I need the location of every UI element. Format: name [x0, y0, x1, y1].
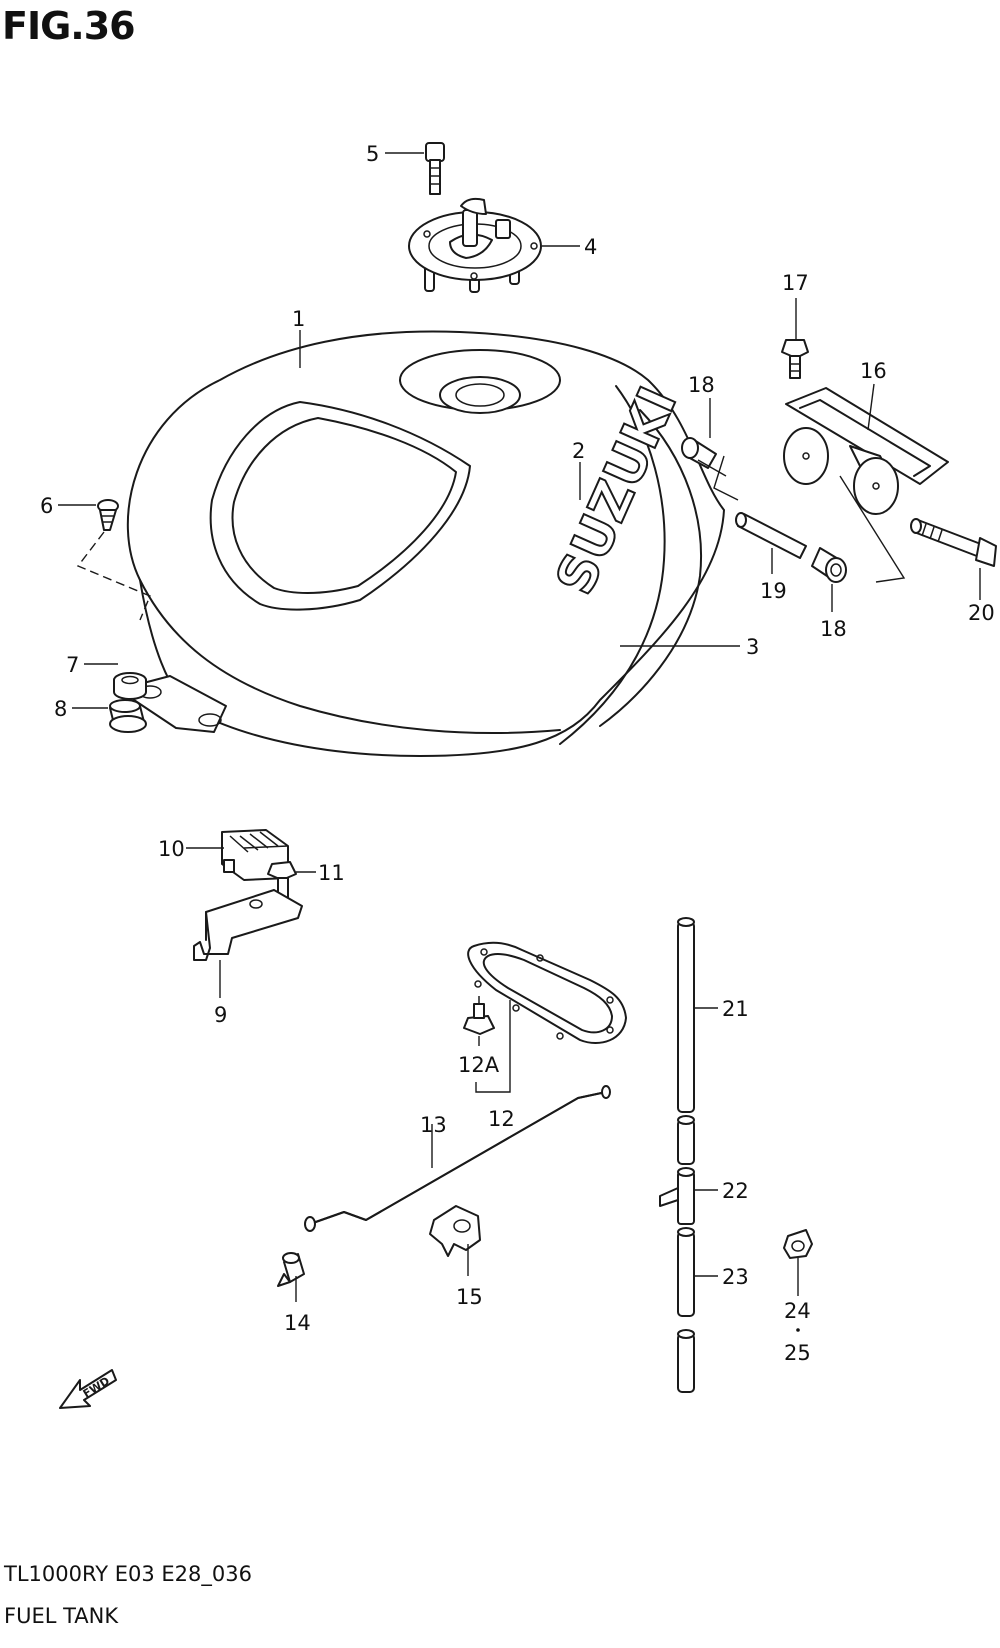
callout-16: 16	[860, 359, 887, 383]
callout-23: 23	[722, 1265, 749, 1289]
part-8-cushion[interactable]	[109, 699, 147, 733]
part-21-hose-segment[interactable]	[677, 1115, 695, 1165]
callout-1: 1	[292, 307, 305, 331]
part-6-screw[interactable]	[97, 499, 119, 531]
part-22-joint[interactable]	[659, 1167, 695, 1225]
part-4-fuel-cap[interactable]	[408, 197, 542, 293]
part-23-hose[interactable]	[677, 1227, 695, 1317]
callout-21: 21	[722, 997, 749, 1021]
part-13-hose[interactable]	[304, 1085, 611, 1232]
callout-3: 3	[746, 635, 759, 659]
callouts: 5 4 1 2 3 6 7 8 17 16 18 19 18 20 10 11 …	[40, 142, 995, 1365]
callout-12: 12	[488, 1107, 515, 1131]
part-20-long-bolt[interactable]	[910, 518, 997, 567]
callout-22: 22	[722, 1179, 749, 1203]
callout-18-lower: 18	[820, 617, 847, 641]
part-9-bracket[interactable]	[193, 889, 303, 961]
part-14-cap[interactable]	[277, 1252, 305, 1287]
callout-13: 13	[420, 1113, 447, 1137]
callout-17: 17	[782, 271, 809, 295]
part-24-clip[interactable]	[783, 1229, 813, 1259]
part-12a-screw[interactable]	[463, 996, 495, 1035]
callout-12a: 12A	[458, 1053, 500, 1077]
callout-24: 24	[784, 1299, 811, 1323]
part-1-fuel-tank[interactable]	[126, 330, 725, 757]
callout-5: 5	[366, 142, 379, 166]
figure-title: FIG.36	[2, 4, 136, 48]
callout-25: 25	[784, 1341, 811, 1365]
callout-7: 7	[66, 653, 79, 677]
fwd-label: FWD	[81, 1374, 112, 1400]
part-7-grommet[interactable]	[113, 672, 147, 700]
callout-2: 2	[572, 439, 585, 463]
leader-lines	[58, 152, 981, 1302]
part-12-gasket[interactable]	[467, 941, 627, 1044]
section-name: FUEL TANK	[4, 1604, 119, 1628]
part-18-bush-upper[interactable]	[681, 437, 717, 469]
part-18-bush-lower[interactable]	[811, 547, 847, 583]
part-21-hose[interactable]	[677, 917, 695, 1113]
callout-15: 15	[456, 1285, 483, 1309]
part-17-bolt[interactable]	[781, 339, 809, 379]
model-code: TL1000RY E03 E28_036	[4, 1562, 252, 1586]
callout-10: 10	[158, 837, 185, 861]
callout-14: 14	[284, 1311, 311, 1335]
callout-8: 8	[54, 697, 67, 721]
callout-11: 11	[318, 861, 345, 885]
callout-separator-dot	[796, 1328, 800, 1332]
fwd-arrow-icon: FWD	[59, 1369, 117, 1409]
part-19-pipe[interactable]	[735, 512, 807, 559]
part-16-bracket[interactable]	[783, 387, 949, 515]
part-5-cap-bolt[interactable]	[425, 142, 445, 195]
callout-6: 6	[40, 494, 53, 518]
callout-20: 20	[968, 601, 995, 625]
callout-18-upper: 18	[688, 373, 715, 397]
callout-19: 19	[760, 579, 787, 603]
part-15-clamp[interactable]	[429, 1205, 481, 1257]
part-23-hose-segment[interactable]	[677, 1329, 695, 1393]
callout-4: 4	[584, 235, 597, 259]
callout-9: 9	[214, 1003, 227, 1027]
